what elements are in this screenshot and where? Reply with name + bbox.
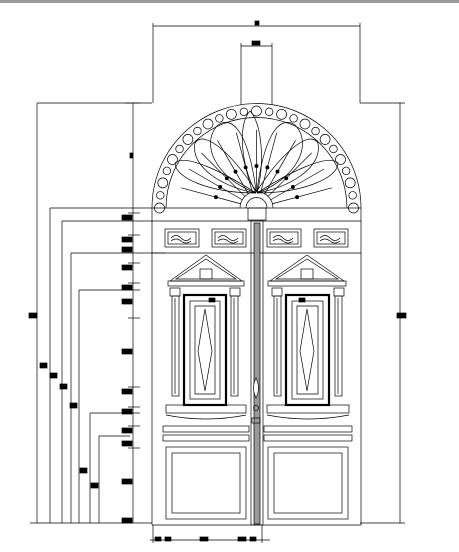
fan-bead (162, 166, 172, 176)
fan-ray (271, 187, 332, 205)
window-top-bar (0, 0, 459, 3)
fan-ray-dot (275, 169, 280, 174)
fan-bead (202, 118, 214, 130)
fanlight-bead-ring (154, 105, 359, 214)
fan-bead (341, 166, 351, 176)
fan-ray (201, 152, 246, 197)
fan-ray (267, 152, 312, 197)
fan-bead (276, 108, 287, 120)
fan-bead (329, 144, 338, 154)
left-chain-dimension (121, 102, 140, 524)
fan-bead (182, 134, 194, 145)
fan-bead (265, 107, 274, 116)
door-elevation-drawing (28, 20, 407, 543)
fan-bead (157, 177, 169, 189)
fan-ray-dot (295, 195, 300, 200)
fanlight-petals (174, 110, 339, 194)
fan-ray (260, 132, 278, 193)
fan-ray-dot (213, 195, 218, 200)
fan-bead (348, 191, 357, 200)
fan-ray (188, 168, 243, 201)
fan-ray-dot (265, 165, 270, 170)
top-dimension-lines (152, 20, 361, 105)
fan-bead (193, 126, 202, 136)
fan-bead (348, 202, 359, 214)
fan-bead (335, 154, 346, 165)
fan-bead (299, 118, 311, 130)
fan-bead (311, 126, 320, 136)
fan-bead (239, 107, 248, 116)
frieze-panels (164, 228, 349, 248)
fan-bead (156, 191, 165, 200)
fan-ray-dot (254, 164, 259, 168)
fan-bead (289, 114, 298, 123)
fan-bead (215, 114, 224, 123)
right-door-leaf (263, 254, 353, 520)
left-dimension-lines (28, 102, 165, 524)
fan-bead (251, 105, 262, 117)
fan-ray (181, 187, 242, 205)
right-dimension-lines (360, 102, 407, 524)
fanlight-rays (181, 130, 332, 205)
fan-ray-dot (284, 176, 289, 181)
fan-bead (175, 144, 184, 154)
bottom-dimension-lines (150, 525, 270, 543)
fan-ray-dot (224, 176, 229, 181)
fan-bead (167, 154, 178, 165)
fan-bead (344, 177, 356, 189)
fan-ray (235, 132, 253, 193)
fan-ray (270, 168, 325, 201)
left-door-leaf (162, 254, 250, 520)
fan-ray-dot (218, 185, 223, 189)
fan-bead (319, 134, 331, 145)
fan-ray-dot (290, 185, 295, 189)
fan-bead (154, 202, 165, 214)
fan-bead (226, 108, 237, 120)
fan-ray-dot (233, 169, 238, 174)
centre-stile (247, 207, 267, 526)
